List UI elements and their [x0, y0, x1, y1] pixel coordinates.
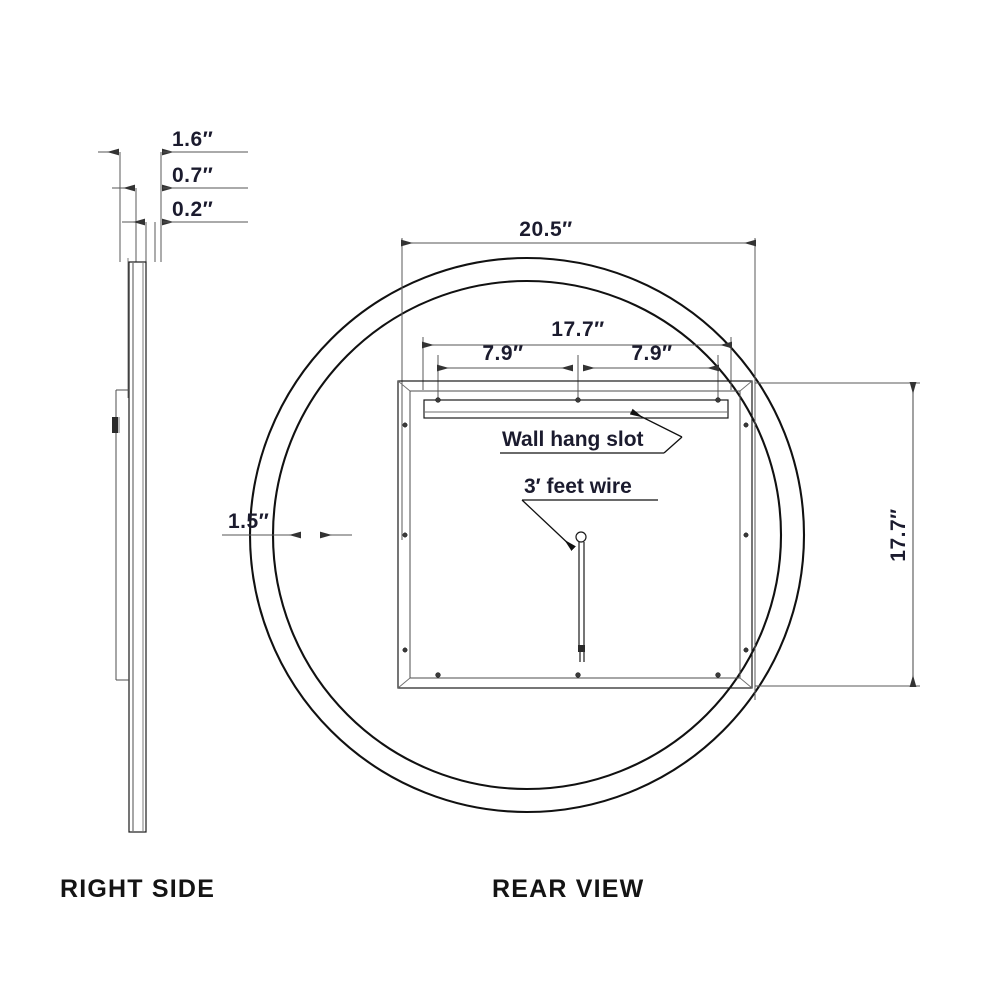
- dimension-label-17-7-width: 17.7″: [551, 318, 604, 341]
- annotation-wall-hang-slot: Wall hang slot: [500, 408, 683, 454]
- dimension-label-0-2: 0.2″: [172, 198, 213, 221]
- dimension-backplate-width: 17.7″: [422, 318, 732, 390]
- annotation-label-feet-wire: 3′ feet wire: [524, 475, 632, 498]
- view-label-right-side: RIGHT SIDE: [60, 875, 215, 903]
- right-side-view-group: 1.6″ 0.7″ 0.2″: [60, 128, 248, 903]
- dimension-depth-glass: 0.2″: [122, 198, 248, 226]
- view-label-rear-view: REAR VIEW: [492, 875, 644, 903]
- fastener-dots: [402, 397, 749, 678]
- dimension-slot-spacing: 7.9″ 7.9″: [437, 342, 719, 400]
- feet-wire: [575, 531, 587, 662]
- backplate: [397, 380, 753, 689]
- rear-view-group: 20.5″ 17.7″ 7.9″ 7.9″ 17.7″: [222, 218, 920, 903]
- annotation-feet-wire: 3′ feet wire: [521, 475, 658, 552]
- wall-hang-slot-bar: [423, 399, 729, 419]
- side-view-extension-lines: [119, 152, 162, 262]
- dimension-label-7-9-left: 7.9″: [482, 342, 523, 365]
- dimension-label-17-7-height: 17.7″: [887, 508, 910, 561]
- dimension-ring-width: 1.5″: [222, 510, 352, 539]
- dimension-label-20-5: 20.5″: [519, 218, 572, 241]
- dimension-backplate-height: 17.7″: [755, 382, 920, 687]
- dimension-label-1-5: 1.5″: [228, 510, 269, 533]
- dimension-label-7-9-right: 7.9″: [631, 342, 672, 365]
- dimension-label-1-6: 1.6″: [172, 128, 213, 151]
- dimension-outer-diameter: 20.5″: [401, 218, 756, 700]
- side-profile-body: [112, 258, 147, 833]
- annotation-label-wall-hang-slot: Wall hang slot: [502, 428, 644, 451]
- dimension-depth-mid: 0.7″: [112, 164, 248, 192]
- dimension-label-0-7: 0.7″: [172, 164, 213, 187]
- dimension-depth-total: 1.6″: [98, 128, 248, 156]
